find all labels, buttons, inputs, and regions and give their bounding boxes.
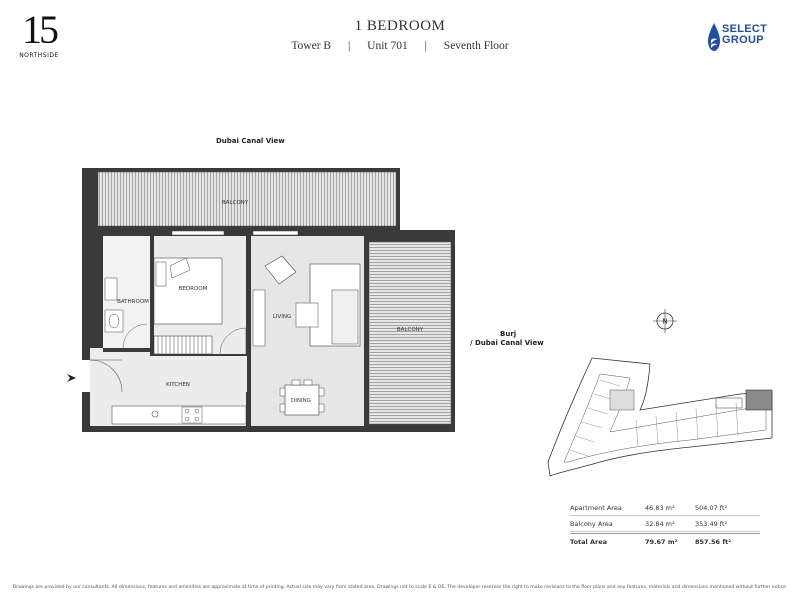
tower-label: Tower B bbox=[291, 40, 332, 52]
room-label-dining: DINING bbox=[291, 398, 311, 404]
view-label-right-1: Burj bbox=[500, 330, 517, 338]
floor-plan: BALCONY BEDROOM BATHROOM LIVING BALCONY … bbox=[82, 168, 455, 432]
area-row: Apartment Area 46.83 m² 504.07 ft² bbox=[570, 500, 760, 516]
key-plan bbox=[547, 357, 773, 477]
compass-icon: N bbox=[653, 309, 677, 333]
total-sqm: 79.67 m² bbox=[645, 537, 678, 546]
view-label-top: Dubai Canal View bbox=[216, 137, 285, 145]
key-plan-highlighted-unit bbox=[745, 389, 773, 411]
total-sqft: 857.56 ft² bbox=[695, 537, 732, 546]
area-row: Balcony Area 32.84 m² 353.49 ft² bbox=[570, 516, 760, 532]
room-label-bathroom: BATHROOM bbox=[117, 299, 149, 305]
brand-line-2: GROUP bbox=[722, 34, 764, 46]
area-sqm: 46.83 m² bbox=[645, 503, 675, 512]
area-total-row: Total Area 79.67 m² 857.56 ft² bbox=[570, 533, 760, 549]
room-label-balcony-top: BALCONY bbox=[222, 200, 249, 206]
room-label-kitchen: KITCHEN bbox=[166, 382, 190, 388]
balcony-right bbox=[368, 241, 452, 425]
room-label-living: LIVING bbox=[273, 314, 291, 320]
floor-label: Seventh Floor bbox=[443, 40, 509, 52]
logo-number: 15 bbox=[22, 7, 59, 52]
view-label-right-2: / Dubai Canal View bbox=[470, 339, 544, 347]
entry-arrow-icon bbox=[67, 374, 76, 382]
compass-north-label: N bbox=[662, 318, 667, 326]
select-drop-icon bbox=[708, 23, 720, 51]
area-sqft: 353.49 ft² bbox=[695, 519, 728, 528]
northside-logo: 15 NORTHSIDE bbox=[18, 7, 60, 60]
unit-label: Unit 701 bbox=[367, 40, 408, 52]
area-sqm: 32.84 m² bbox=[645, 519, 675, 528]
room-label-balcony-right: BALCONY bbox=[397, 327, 424, 333]
unit-subtitle: Tower B | Unit 701 | Seventh Floor bbox=[0, 40, 800, 52]
logo-name: NORTHSIDE bbox=[19, 52, 59, 59]
separator: | bbox=[424, 40, 427, 52]
area-label: Balcony Area bbox=[570, 519, 613, 528]
area-label: Apartment Area bbox=[570, 503, 622, 512]
area-table: Apartment Area 46.83 m² 504.07 ft² Balco… bbox=[570, 500, 760, 549]
page-title: 1 BEDROOM bbox=[354, 18, 446, 34]
separator: | bbox=[347, 40, 351, 52]
balcony-top bbox=[97, 171, 397, 227]
disclaimer: Drawings are provided by our consultants… bbox=[12, 585, 788, 590]
select-group-logo: SELECT GROUP bbox=[707, 22, 787, 52]
brand-line-1: SELECT bbox=[722, 23, 768, 35]
total-label: Total Area bbox=[570, 537, 608, 546]
room-label-bedroom: BEDROOM bbox=[179, 286, 208, 292]
area-sqft: 504.07 ft² bbox=[695, 503, 728, 512]
